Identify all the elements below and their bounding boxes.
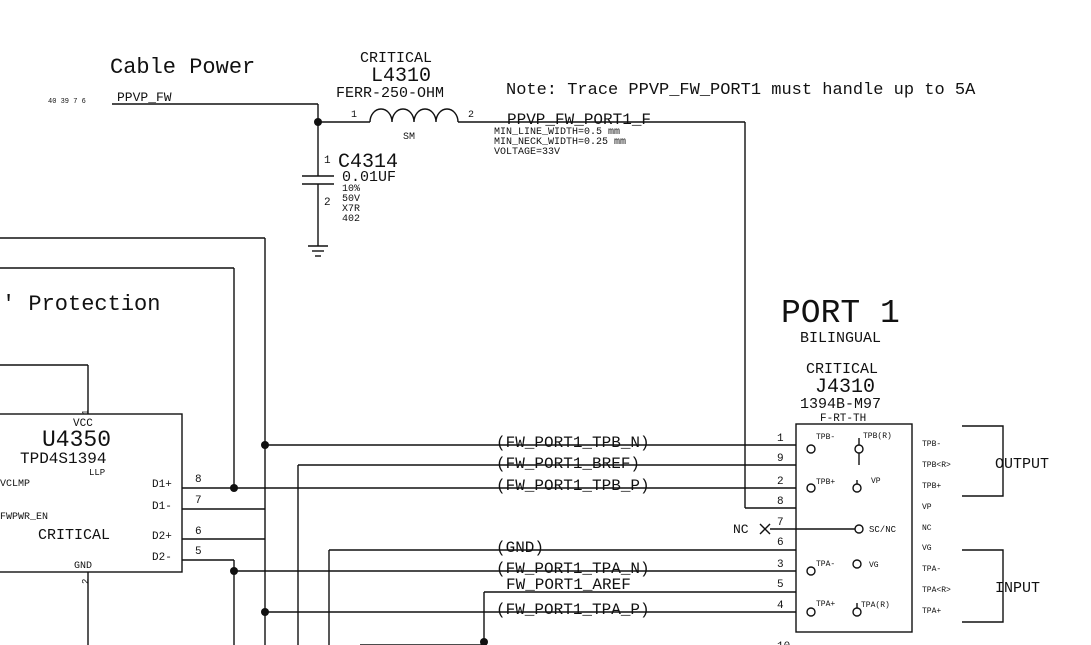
- conn-pin-6: 6: [777, 537, 784, 549]
- net-label-tpb-p: (FW_PORT1_TPB_P): [496, 477, 650, 495]
- conn-pin-8: 8: [777, 496, 784, 508]
- vcc-label: VCC: [73, 418, 93, 430]
- conn-pin-4: 4: [777, 600, 784, 612]
- u4350-ref: U4350: [42, 427, 111, 453]
- min-neck-width: MIN_NECK_WIDTH=0.25 mm: [494, 137, 626, 148]
- port-variant: F-RT-TH: [820, 413, 866, 425]
- pin-d2n-num: 5: [195, 546, 202, 558]
- inductor-pin1: 1: [351, 110, 357, 121]
- cap-tolerance: 10%: [342, 184, 360, 195]
- svg-text:VG: VG: [869, 561, 879, 570]
- input-bracket: [962, 549, 1004, 623]
- cable-power-title: Cable Power: [110, 55, 255, 80]
- nc-label: NC: [733, 522, 749, 537]
- side-tpb-r: TPB<R>: [922, 461, 951, 470]
- port-title: PORT 1: [781, 295, 900, 332]
- pin-d2n-name: D2-: [152, 552, 172, 564]
- j4310-body: [795, 423, 913, 633]
- side-tpb-minus: TPB-: [922, 440, 941, 449]
- conn-pin-3: 3: [777, 559, 784, 571]
- svg-text:TPB(R): TPB(R): [863, 432, 892, 441]
- inductor-pin2: 2: [468, 110, 474, 121]
- cap-voltage: 50V: [342, 194, 360, 205]
- cap-ref: C4314: [338, 151, 398, 174]
- inductor-critical: CRITICAL: [360, 50, 432, 67]
- pin-d1n-name: D1-: [152, 501, 172, 513]
- conn-pin-2: 2: [777, 476, 784, 488]
- pin-d2p-name: D2+: [152, 531, 172, 543]
- svg-text:TPB+: TPB+: [816, 478, 835, 487]
- port-ref: J4310: [815, 376, 875, 399]
- no-connect-x-icon: [759, 523, 771, 535]
- cap-value: 0.01UF: [342, 169, 396, 186]
- conn-pin-9: 9: [777, 453, 784, 465]
- gnd-pin-number: 2: [81, 579, 91, 584]
- u4350-part: TPD4S1394: [20, 450, 106, 468]
- pin-d2p-num: 6: [195, 526, 202, 538]
- gnd-label: GND: [74, 561, 92, 572]
- conn-internal: TPB- TPB(R) TPB+ VP SC/NC TPA- VG TPA+ T…: [796, 432, 897, 617]
- u4350-package: LLP: [89, 468, 105, 478]
- side-tpa-plus: TPA+: [922, 607, 941, 616]
- svg-text:TPB-: TPB-: [816, 433, 835, 442]
- pin-d1n-num: 7: [195, 495, 202, 507]
- side-tpa-r: TPA<R>: [922, 586, 951, 595]
- trace-note: Note: Trace PPVP_FW_PORT1 must handle up…: [506, 81, 976, 100]
- inductor-ref: L4310: [371, 65, 431, 88]
- inductor-package: SM: [403, 132, 415, 143]
- inductor-value: FERR-250-OHM: [336, 85, 444, 102]
- conn-pin-1: 1: [777, 433, 784, 445]
- pin-d1p-num: 8: [195, 474, 202, 486]
- port-subtitle: BILINGUAL: [800, 330, 881, 347]
- input-label: INPUT: [995, 580, 1040, 597]
- page-refs: 40 39 7 6: [48, 98, 86, 106]
- conn-pin-7: 7: [777, 517, 784, 529]
- output-bracket: [962, 425, 1004, 497]
- net-label-tpa-n: (FW_PORT1_TPA_N): [496, 560, 650, 578]
- u4350-critical: CRITICAL: [38, 527, 110, 544]
- side-vp: VP: [922, 503, 932, 512]
- port-part: 1394B-M97: [800, 396, 881, 413]
- svg-text:TPA-: TPA-: [816, 560, 835, 569]
- port-critical: CRITICAL: [806, 361, 878, 378]
- junction-aref: [480, 638, 488, 645]
- vclmp-label: VCLMP: [0, 479, 30, 490]
- conn-pin-10: 10: [777, 641, 790, 645]
- protection-title: ' Protection: [2, 292, 160, 317]
- side-tpa-minus: TPA-: [922, 565, 941, 574]
- ground-icon: [308, 245, 328, 257]
- inductor-coil: [369, 108, 459, 123]
- vcc-pin-number: 1: [81, 410, 91, 415]
- port-net-name: PPVP_FW_PORT1_F: [507, 111, 651, 129]
- net-label-gnd: (GND): [496, 539, 544, 557]
- cap-package: 402: [342, 214, 360, 225]
- net-ppvp-fw: PPVP_FW: [117, 90, 172, 105]
- min-line-width: MIN_LINE_WIDTH=0.5 mm: [494, 127, 620, 138]
- svg-text:SC/NC: SC/NC: [869, 525, 897, 535]
- voltage-label: VOLTAGE=33V: [494, 147, 560, 158]
- fwpwr-en-label: FWPWR_EN: [0, 512, 48, 523]
- pin-d1p-name: D1+: [152, 479, 172, 491]
- side-tpb-plus: TPB+: [922, 482, 941, 491]
- side-nc: NC: [922, 524, 932, 533]
- cap-dielectric: X7R: [342, 204, 360, 215]
- net-label-tpb-n: (FW_PORT1_TPB_N): [496, 434, 650, 452]
- u4350-body: [0, 413, 183, 573]
- net-label-aref: FW_PORT1_AREF: [506, 576, 631, 594]
- conn-pin-5: 5: [777, 579, 784, 591]
- svg-text:TPA+: TPA+: [816, 600, 835, 609]
- side-vg: VG: [922, 544, 932, 553]
- output-label: OUTPUT: [995, 456, 1049, 473]
- svg-text:VP: VP: [871, 477, 881, 486]
- cap-pin2: 2: [324, 197, 331, 209]
- net-label-bref: (FW_PORT1_BREF): [496, 455, 640, 473]
- net-label-tpa-p: (FW_PORT1_TPA_P): [496, 601, 650, 619]
- cap-pin1: 1: [324, 155, 331, 167]
- svg-text:TPA(R): TPA(R): [861, 601, 890, 610]
